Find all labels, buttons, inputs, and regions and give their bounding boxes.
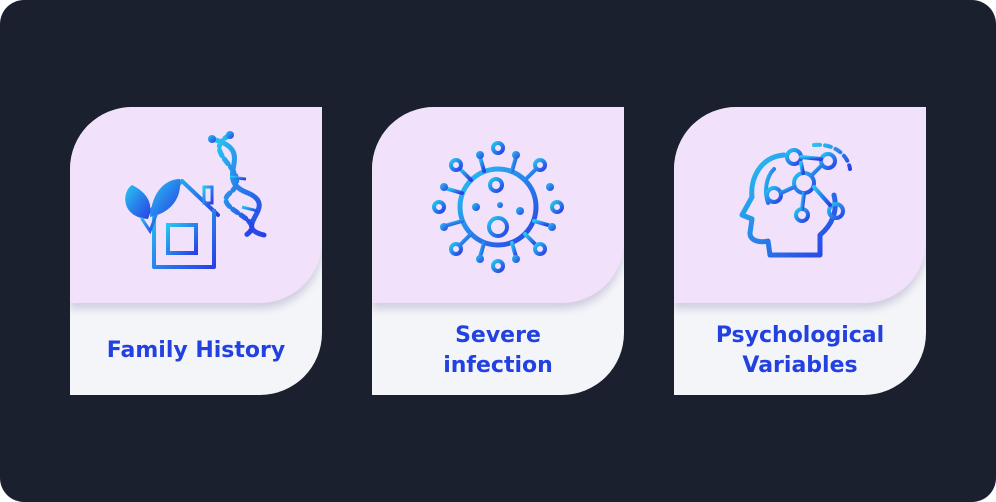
card-severe-infection: Severe infection	[372, 107, 624, 395]
card-icon-area	[372, 107, 624, 303]
card-psychological-variables: Psychological Variables	[674, 107, 926, 395]
card-icon-area	[674, 107, 926, 303]
card-family-history: Family History	[70, 107, 322, 395]
virus-icon	[432, 141, 564, 273]
card-label: Psychological Variables	[715, 323, 885, 378]
card-icon-area	[70, 107, 322, 303]
head-network-icon	[739, 142, 852, 258]
card-label: Family History	[106, 338, 286, 363]
house-dna-icon	[125, 131, 267, 269]
card-label: Severe infection	[443, 323, 553, 378]
